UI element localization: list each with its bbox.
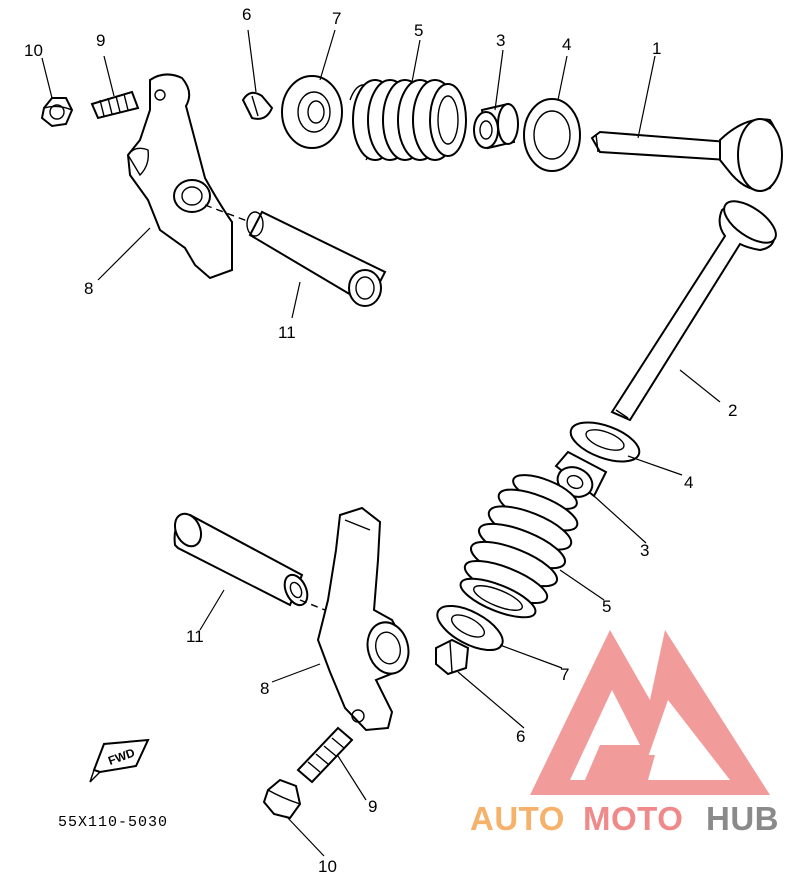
part-spring-retainer-lower	[436, 604, 504, 652]
callout-10-lower: 10	[318, 857, 337, 876]
callout-1: 1	[652, 39, 661, 58]
brand-moto: MOTO	[583, 800, 683, 837]
callout-2: 2	[728, 401, 737, 420]
callout-4-lower: 4	[684, 473, 693, 492]
callout-7-lower: 7	[560, 665, 569, 684]
part-intake-valve	[590, 118, 783, 192]
part-valve-spring-lower	[459, 474, 579, 619]
part-rocker-shaft-lower	[173, 512, 309, 607]
callout-9-lower: 9	[368, 797, 377, 816]
callout-6-lower: 6	[516, 727, 525, 746]
part-adjusting-screw-upper	[90, 90, 140, 120]
part-nut-lower	[262, 778, 302, 820]
part-valve-spring-upper	[349, 79, 467, 161]
callout-5-upper: 5	[414, 21, 423, 40]
part-spring-seat-upper	[523, 98, 581, 172]
part-exhaust-valve	[610, 200, 777, 422]
callout-5-lower: 5	[602, 597, 611, 616]
callout-7-upper: 7	[332, 9, 341, 28]
callout-4-upper: 4	[562, 35, 571, 54]
fwd-arrow-icon: FWD	[89, 738, 150, 783]
callout-labels: 10 9 6 7 5 3 4 1 8 11 2 4 3 5 7 6 11 8 9…	[24, 5, 737, 876]
callout-11-upper: 11	[278, 323, 296, 342]
part-oil-seal-upper	[473, 102, 519, 150]
callout-6-upper: 6	[242, 5, 251, 24]
callout-3-upper: 3	[496, 31, 505, 50]
part-rocker-arm-upper	[126, 73, 233, 280]
part-spring-retainer-upper	[281, 75, 343, 149]
callout-10-upper: 10	[24, 41, 43, 60]
part-valve-cotter-lower	[435, 638, 470, 676]
watermark-logo-icon	[530, 630, 770, 795]
part-spring-seat-lower	[569, 421, 641, 463]
brand-auto: AUTO	[470, 800, 565, 837]
part-nut-upper	[40, 97, 74, 128]
watermark-brand-text: AUTO MOTO HUB	[470, 800, 779, 837]
callout-9-upper: 9	[96, 31, 105, 50]
part-code: 55X110-5030	[58, 814, 168, 831]
part-adjusting-screw-lower	[296, 726, 354, 784]
callout-3-lower: 3	[640, 541, 649, 560]
brand-hub: HUB	[706, 800, 779, 837]
callout-11-lower: 11	[186, 627, 204, 646]
callout-8-upper: 8	[84, 279, 93, 298]
alignment-line-upper	[204, 204, 251, 223]
part-rocker-shaft-upper	[246, 210, 387, 307]
callout-8-lower: 8	[260, 679, 269, 698]
part-rocker-arm-lower	[316, 506, 410, 732]
part-valve-cotter-upper	[241, 91, 274, 120]
leader-lines	[41, 29, 721, 857]
